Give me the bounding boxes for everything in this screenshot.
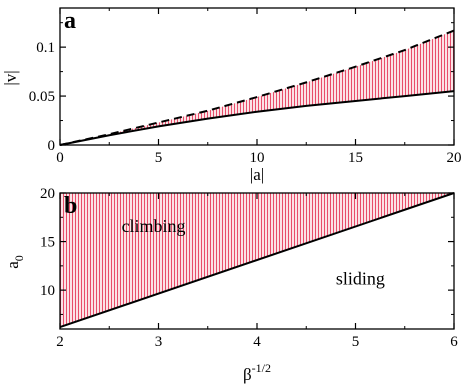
panel-b-label: b: [64, 193, 77, 219]
panel-b-ytick-label: 20: [40, 186, 55, 202]
panel-a-xlabel: |a|: [250, 165, 264, 184]
panel-b-xtick-label: 3: [155, 334, 163, 350]
panel-a-ytick-label: 0.1: [36, 40, 55, 56]
panel-b-xtick-label: 2: [56, 334, 64, 350]
annotation-climbing: climbing: [122, 216, 186, 236]
panel-a-xtick-label: 5: [155, 150, 163, 166]
panel-b-ylabel-base: a: [3, 261, 22, 269]
panel-a: 0 5 10 15 20 0 0.05 0.1 a |a| |v|: [1, 7, 461, 184]
panel-b-xtick-label: 4: [253, 334, 261, 350]
panel-b-ylabel: a0: [3, 255, 26, 269]
panel-a-xtick-label: 0: [56, 150, 64, 166]
panel-b-xlabel-sup: -1/2: [252, 361, 271, 375]
panel-a-ticks: 0 5 10 15 20 0 0.05 0.1: [29, 8, 461, 166]
panel-a-xtick-label: 20: [447, 150, 461, 166]
panel-a-solid-line: [59, 90, 455, 146]
annotation-sliding: sliding: [336, 268, 385, 288]
panel-b-xtick-label: 6: [450, 334, 458, 350]
panel-b-xlabel-base: β: [243, 365, 252, 384]
panel-a-shaded-area: [60, 30, 454, 145]
panel-b-xlabel: β-1/2: [243, 361, 271, 384]
panel-b-ticks: 2 3 4 5 6 10 15 20: [40, 186, 458, 350]
panel-a-ytick-label: 0.05: [29, 89, 55, 105]
panel-a-ytick-label: 0: [48, 138, 56, 154]
panel-b-solid-line: [59, 192, 455, 329]
panel-b-ylabel-sub: 0: [12, 255, 26, 261]
panel-a-dashed-line: [59, 29, 455, 146]
panel-b: 2 3 4 5 6 10 15 20 b climbing sliding β-1/2 a0: [3, 186, 458, 384]
panel-a-xtick-label: 15: [348, 150, 363, 166]
panel-a-ylabel: |v|: [1, 70, 20, 85]
panel-b-xtick-label: 5: [352, 334, 360, 350]
panel-a-xtick-label: 10: [250, 150, 265, 166]
panel-b-ytick-label: 15: [40, 235, 55, 251]
panel-a-label: a: [64, 8, 76, 34]
panel-b-ytick-label: 10: [40, 283, 55, 299]
